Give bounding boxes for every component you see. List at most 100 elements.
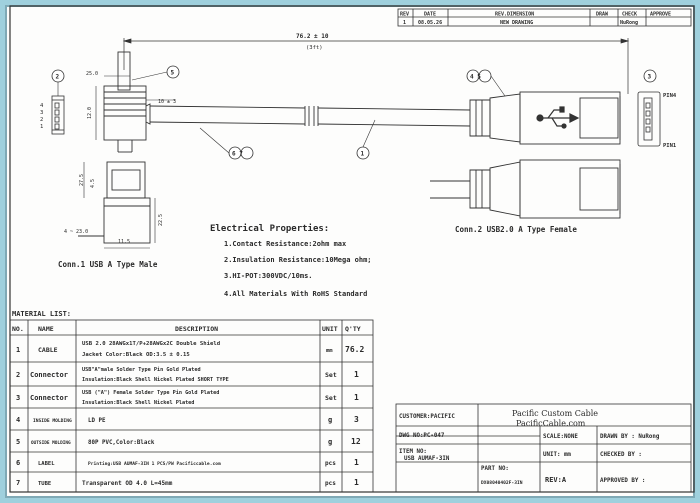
- svg-text:76.2: 76.2: [345, 345, 364, 354]
- overall-length-label: 76.2 ± 10: [296, 33, 329, 40]
- svg-text:pcs: pcs: [325, 480, 336, 487]
- outer-frame: [5, 5, 695, 498]
- svg-text:Transparent OD 4.0 L=45mm: Transparent OD 4.0 L=45mm: [82, 480, 173, 487]
- svg-text:INSIDE MOLDING: INSIDE MOLDING: [33, 418, 72, 424]
- rev-header-date: DATE: [424, 12, 436, 18]
- title-part-no: DX08040402F-3IN: [481, 480, 523, 486]
- pin-label-2: 2: [40, 117, 43, 123]
- svg-text:1: 1: [354, 458, 359, 467]
- title-item-no: USB AUMAF-3IN: [404, 456, 450, 462]
- rev-row-check: NuRong: [620, 20, 638, 26]
- svg-text:12: 12: [351, 437, 361, 446]
- material-row-5: 5 OUTSIDE MOLDING 80P PVC,Color:Black g …: [16, 437, 361, 446]
- overall-length-dimension: [122, 38, 630, 94]
- male-pin-view: [51, 95, 65, 135]
- svg-text:TUBE: TUBE: [38, 481, 51, 487]
- svg-text:Connector: Connector: [30, 394, 68, 402]
- electrical-item-3: 3.HI-POT:300VDC/10ms.: [224, 272, 313, 280]
- female-pin-view: [637, 91, 661, 147]
- rev-header-approve: APPROVE: [650, 12, 671, 18]
- title-item-label: ITEM NO:: [399, 449, 427, 455]
- balloon-7-circle: [240, 146, 254, 160]
- dim-115: 11.5: [118, 239, 130, 245]
- svg-text:1: 1: [354, 370, 359, 379]
- dim-25: 25.0: [86, 71, 98, 77]
- balloon-45-label: 4 5: [470, 74, 481, 81]
- rev-row-rev: 1: [403, 20, 406, 26]
- pin-label-1: 1: [40, 124, 43, 130]
- title-dwg-no: DWG NO:PC-047: [399, 433, 445, 439]
- title-part-label: PART NO:: [481, 466, 509, 472]
- balloon-5-label: 5: [171, 70, 175, 77]
- svg-text:LD PE: LD PE: [88, 418, 106, 424]
- svg-text:Insulation:Black Shell Nickel: Insulation:Black Shell Nickel Plated: [82, 400, 194, 406]
- title-checked-by: CHECKED BY :: [600, 452, 642, 458]
- electrical-item-1: 1.Contact Resistance:2ohm max: [224, 240, 347, 248]
- svg-text:CABLE: CABLE: [38, 346, 58, 354]
- material-header-name: NAME: [38, 325, 54, 333]
- material-header-description: DESCRIPTION: [175, 325, 218, 333]
- material-row-7: 7 TUBE Transparent OD 4.0 L=45mm pcs 1: [16, 478, 359, 487]
- svg-text:LABEL: LABEL: [38, 461, 55, 467]
- electrical-item-4: 4.All Materials With RoHS Standard: [224, 290, 367, 298]
- material-list-title: MATERIAL LIST:: [12, 310, 71, 318]
- material-header-unit: UNIT: [322, 325, 338, 333]
- title-rev: REV:A: [545, 476, 567, 484]
- title-scale: SCALE:NONE: [543, 434, 578, 440]
- svg-text:Insulation:Black Shell Nickel: Insulation:Black Shell Nickel Plated SHO…: [82, 377, 229, 383]
- svg-text:5: 5: [16, 438, 20, 446]
- dim-225: 22.5: [158, 214, 164, 226]
- rev-row-dimension: NEW DRAWING: [500, 20, 533, 26]
- pin4-label: PIN4: [663, 93, 677, 99]
- material-row-4: 4 INSIDE MOLDING LD PE g 3: [16, 415, 359, 424]
- material-header-qty: Q'TY: [345, 325, 361, 333]
- balloon-2-label: 2: [56, 74, 60, 81]
- svg-text:Set: Set: [325, 394, 337, 402]
- dim-12: 12.0: [87, 107, 93, 119]
- title-drawn-by: DRAWN BY : NuRong: [600, 434, 660, 440]
- rev-header-check: CHECK: [622, 12, 637, 18]
- female-connector-bottom-view: [430, 159, 621, 219]
- conn1-caption: Conn.1 USB A Type Male: [58, 260, 158, 269]
- pin1-label: PIN1: [663, 143, 677, 149]
- svg-text:3: 3: [354, 415, 359, 424]
- overall-length-sub: (3ft): [306, 45, 323, 51]
- material-row-6: 6 LABEL Printing:USB AUMAF-3IN 1 PCS/PW …: [16, 458, 359, 467]
- svg-text:3: 3: [16, 394, 20, 402]
- rev-row-date: 08.05.26: [418, 20, 442, 26]
- svg-text:1: 1: [354, 393, 359, 402]
- material-row-1: 1 CABLE USB 2.0 28AWGx1T/P+28AWGx2C Doub…: [16, 341, 364, 358]
- title-approved-by: APPROVED BY :: [600, 478, 645, 484]
- rev-header-dimension: REV.DIMENSION: [495, 12, 534, 18]
- balloon-3-circle: [643, 69, 657, 83]
- balloon-1-label: 1: [361, 151, 365, 158]
- svg-text:pcs: pcs: [325, 460, 336, 467]
- svg-text:1: 1: [16, 346, 20, 354]
- svg-text:g: g: [328, 416, 332, 424]
- dim-4: 4 ~ 23.0: [64, 229, 88, 235]
- male-connector-front-view: [78, 161, 151, 244]
- svg-text:Connector: Connector: [30, 371, 68, 379]
- female-connector-side-view: [469, 91, 621, 145]
- svg-text:80P PVC,Color:Black: 80P PVC,Color:Black: [88, 440, 155, 446]
- rev-header-draw: DRAW: [596, 12, 609, 18]
- svg-text:1: 1: [354, 478, 359, 487]
- svg-text:2: 2: [16, 371, 20, 379]
- svg-text:4: 4: [16, 416, 20, 424]
- balloon-67-label: 6 7: [232, 151, 243, 158]
- dim-27: 27.5: [79, 174, 85, 186]
- male-connector-side-view: [103, 51, 471, 153]
- material-header-no: NO.: [12, 325, 24, 333]
- material-row-2: 2 Connector USB"A"male Solder Type Pin G…: [16, 367, 359, 383]
- svg-text:USB 2.0 28AWGx1T/P+28AWGx2C Do: USB 2.0 28AWGx1T/P+28AWGx2C Double Shiel…: [82, 341, 220, 347]
- pin-label-3: 3: [40, 110, 43, 116]
- svg-text:Printing:USB AUMAF-3IN 1 PCS/P: Printing:USB AUMAF-3IN 1 PCS/PW Pacificc…: [88, 461, 221, 467]
- male-connector-dimensions: [95, 75, 175, 140]
- svg-text:Set: Set: [325, 371, 337, 379]
- svg-text:Jacket Color:Black OD:3.5 ± 0.: Jacket Color:Black OD:3.5 ± 0.15: [82, 352, 190, 358]
- material-table-grid: [9, 319, 374, 493]
- svg-text:mm: mm: [326, 348, 333, 354]
- electrical-item-2: 2.Insulation Resistance:10Mega ohm;: [224, 256, 372, 264]
- svg-text:7: 7: [16, 479, 20, 487]
- dim-45: 4.5: [90, 179, 96, 188]
